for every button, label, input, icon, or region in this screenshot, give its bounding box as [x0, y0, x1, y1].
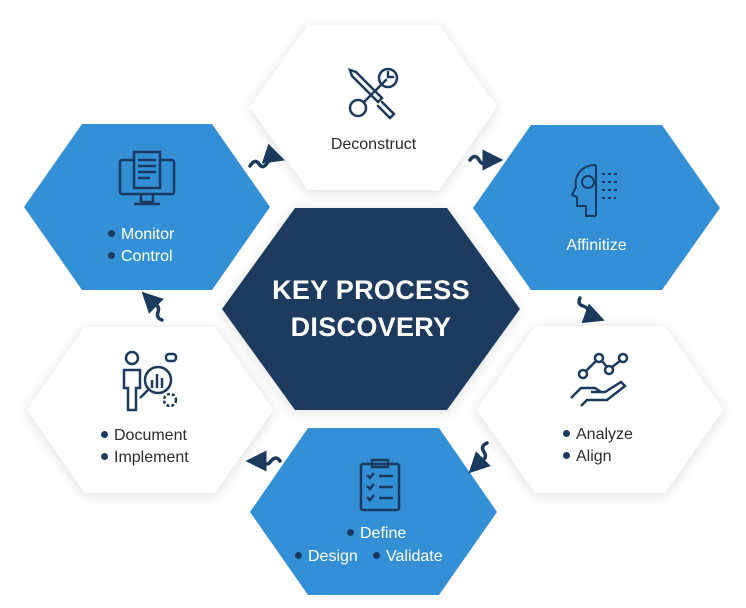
step-validate-item: Validate: [373, 548, 443, 566]
arrow-affinitize-to-analyze: [577, 296, 605, 324]
step-monitor-item: Monitor: [108, 226, 174, 244]
monitor-document-icon: [118, 150, 176, 206]
clipboard-checklist-icon: [359, 458, 401, 512]
brain-head-icon: [570, 164, 620, 217]
arrow-define-to-document: [245, 450, 282, 472]
step-control-item: Control: [108, 248, 173, 266]
arrow-analyze-to-define: [468, 441, 491, 474]
step-analyze-item: Analyze: [563, 426, 633, 444]
arrow-monitor-to-deconstruct: [248, 143, 285, 169]
step-document-item: Document: [101, 427, 187, 445]
presenter-magnifier-icon: [122, 350, 178, 412]
center-title-line2: DISCOVERY: [290, 312, 452, 342]
hex-monitor: [24, 124, 270, 290]
hex-center: [222, 208, 520, 410]
step-implement-item: Implement: [101, 449, 189, 467]
hex-document: [27, 327, 273, 493]
hand-chart-icon: [570, 352, 629, 407]
step-align-item: Align: [563, 448, 612, 466]
hex-analyze: [477, 326, 723, 493]
arrow-deconstruct-to-affinitize: [468, 149, 504, 171]
hex-deconstruct: [250, 25, 497, 190]
arrow-document-to-monitor: [141, 291, 164, 322]
center-title-line1: KEY PROCESS: [272, 275, 470, 305]
step-define-item: Define: [347, 525, 406, 543]
step-affinitize-label: Affinitize: [566, 237, 627, 254]
step-design-item: Design: [295, 548, 358, 566]
step-deconstruct-label: Deconstruct: [330, 136, 417, 153]
tools-icon: [348, 67, 399, 120]
center-title: KEY PROCESS DISCOVERY: [222, 272, 520, 346]
